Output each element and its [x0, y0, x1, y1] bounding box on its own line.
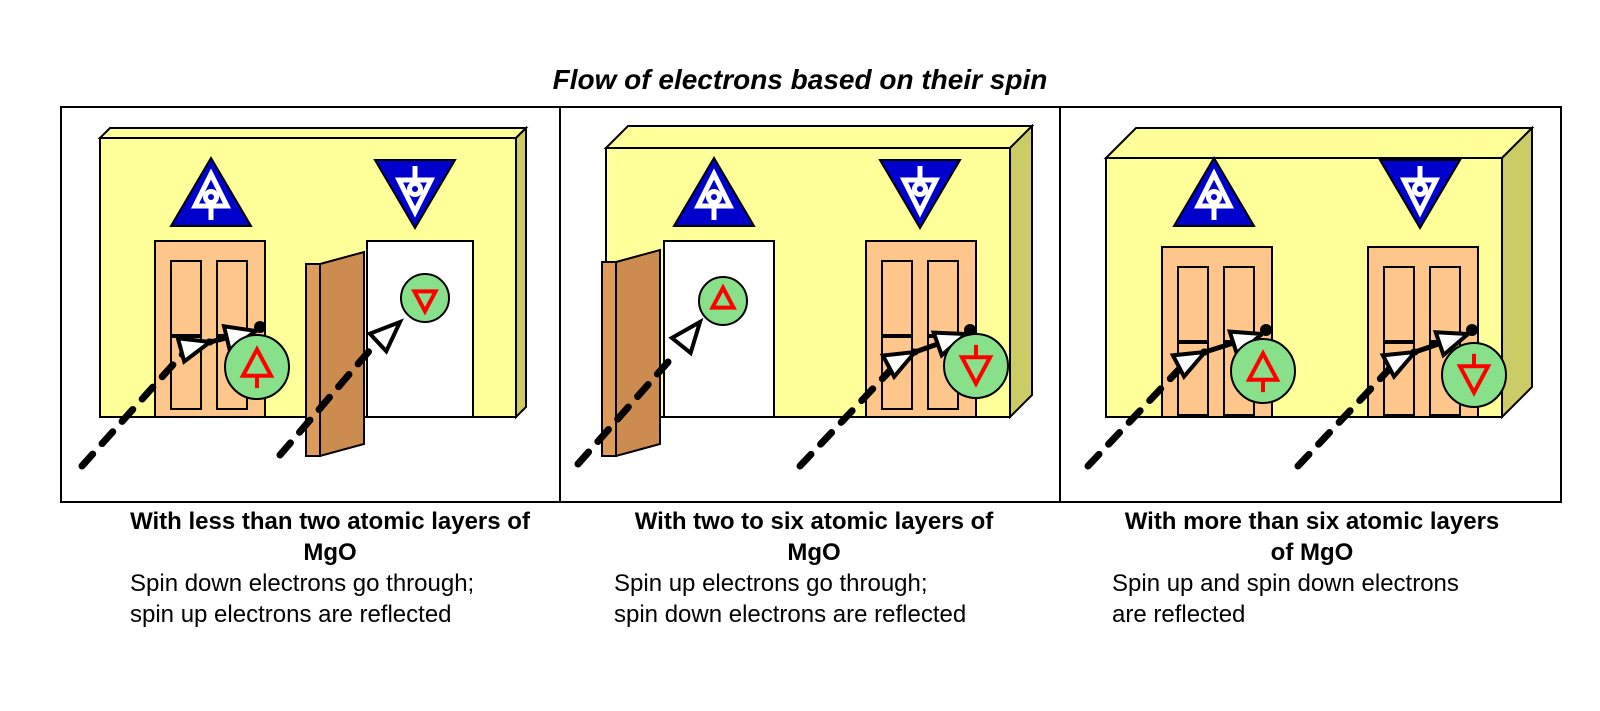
caption-line: spin up electrons are reflected: [130, 601, 452, 628]
sign-dot-core: [412, 186, 418, 192]
caption-panel-2: With two to six atomic layers of MgO Spi…: [614, 506, 1044, 630]
reflection-point: [964, 324, 976, 336]
spin-up-electron-icon: [1230, 338, 1296, 404]
transmitted-path-arrow: [78, 335, 216, 470]
dashed-trajectory: [78, 344, 192, 470]
electron-ball: [224, 334, 290, 400]
wall-top: [603, 125, 1035, 149]
arrow-head: [1379, 349, 1420, 381]
transmitted-path-arrow: [1084, 349, 1210, 470]
electron-ball: [1230, 338, 1296, 404]
doorway: [663, 240, 775, 418]
reflected-path-arrow: [1410, 324, 1478, 359]
door-leaf-edge: [601, 261, 617, 457]
spin-down-sign-icon: [1378, 159, 1462, 230]
reflection-point: [254, 321, 266, 333]
diagram-title: Flow of electrons based on their spin: [552, 64, 1048, 95]
diagram-frame: [60, 106, 1562, 503]
arrow-head: [879, 349, 920, 381]
spin-mark: [411, 289, 439, 316]
caption-heading: With more than six atomic layers of MgO: [1124, 508, 1500, 566]
caption-heading: With two to six atomic layers of MgO: [634, 508, 994, 566]
door-inset: [1177, 266, 1209, 342]
dashed-trajectory: [1294, 358, 1400, 470]
wall-side: [1009, 123, 1033, 420]
reflection-point: [1260, 324, 1272, 336]
caption-heading: With less than two atomic layers of MgO: [130, 508, 530, 566]
caption-line: spin down electrons are reflected: [614, 601, 967, 628]
door-inset: [216, 260, 248, 336]
sign-dot-core: [711, 194, 717, 200]
spin-down-sign-icon: [878, 159, 962, 230]
dashed-trajectory: [796, 356, 904, 470]
spin-up-electron-icon: [698, 276, 748, 326]
sign-dot-core: [1417, 186, 1423, 192]
spin-up-sign-icon: [1172, 156, 1256, 227]
dashed-trajectory: [574, 358, 672, 468]
electron-ball: [943, 333, 1009, 399]
spin-up-sign-icon: [672, 156, 756, 227]
dashed-trajectory: [1084, 358, 1190, 470]
door-inset: [170, 260, 202, 336]
dashed-trajectory: [276, 346, 374, 459]
caption-panel-1: With less than two atomic layers of MgO …: [130, 506, 550, 630]
open-door: [305, 240, 474, 458]
door-inset: [1383, 266, 1415, 342]
spin-down-electron-icon: [1441, 342, 1507, 408]
sign-dot-core: [917, 186, 923, 192]
caption-line: Spin up electrons go through;: [614, 570, 928, 597]
spin-down-electron-icon: [943, 333, 1009, 399]
spin-down-electron-icon: [400, 273, 450, 323]
caption-line: are reflected: [1112, 601, 1246, 628]
door-leaf-side: [615, 248, 661, 458]
electron-ball: [400, 273, 450, 323]
arrow-head: [366, 318, 404, 355]
reflection-point: [1466, 324, 1478, 336]
arrow-head: [1432, 330, 1474, 359]
sign-dot-core: [1211, 194, 1217, 200]
arrow-head: [175, 335, 216, 365]
door-leaf-side: [319, 250, 365, 458]
door-inset: [927, 260, 959, 336]
electron-ball: [1441, 342, 1507, 408]
arrow-head: [668, 317, 704, 357]
spin-mark: [709, 283, 737, 310]
door-inset: [1429, 266, 1461, 342]
sign-dot-core: [208, 194, 214, 200]
electron-ball: [698, 276, 748, 326]
caption-line: Spin down electrons go through;: [130, 570, 475, 597]
transmitted-path-arrow: [276, 318, 404, 459]
door-inset: [881, 260, 913, 336]
caption-line: Spin up and spin down electrons: [1112, 570, 1459, 597]
wall-top: [97, 127, 529, 139]
transmitted-path-arrow: [1294, 349, 1420, 470]
transmitted-path-arrow: [796, 349, 920, 470]
arrow-head: [1169, 349, 1210, 381]
transmitted-path-arrow: [574, 317, 704, 468]
caption-panel-3: With more than six atomic layers of MgO …: [1112, 506, 1532, 630]
wall-top: [1103, 127, 1535, 159]
spin-up-electron-icon: [224, 334, 290, 400]
spin-down-sign-icon: [373, 159, 457, 230]
wall-side: [515, 125, 527, 420]
spin-up-sign-icon: [169, 156, 253, 227]
